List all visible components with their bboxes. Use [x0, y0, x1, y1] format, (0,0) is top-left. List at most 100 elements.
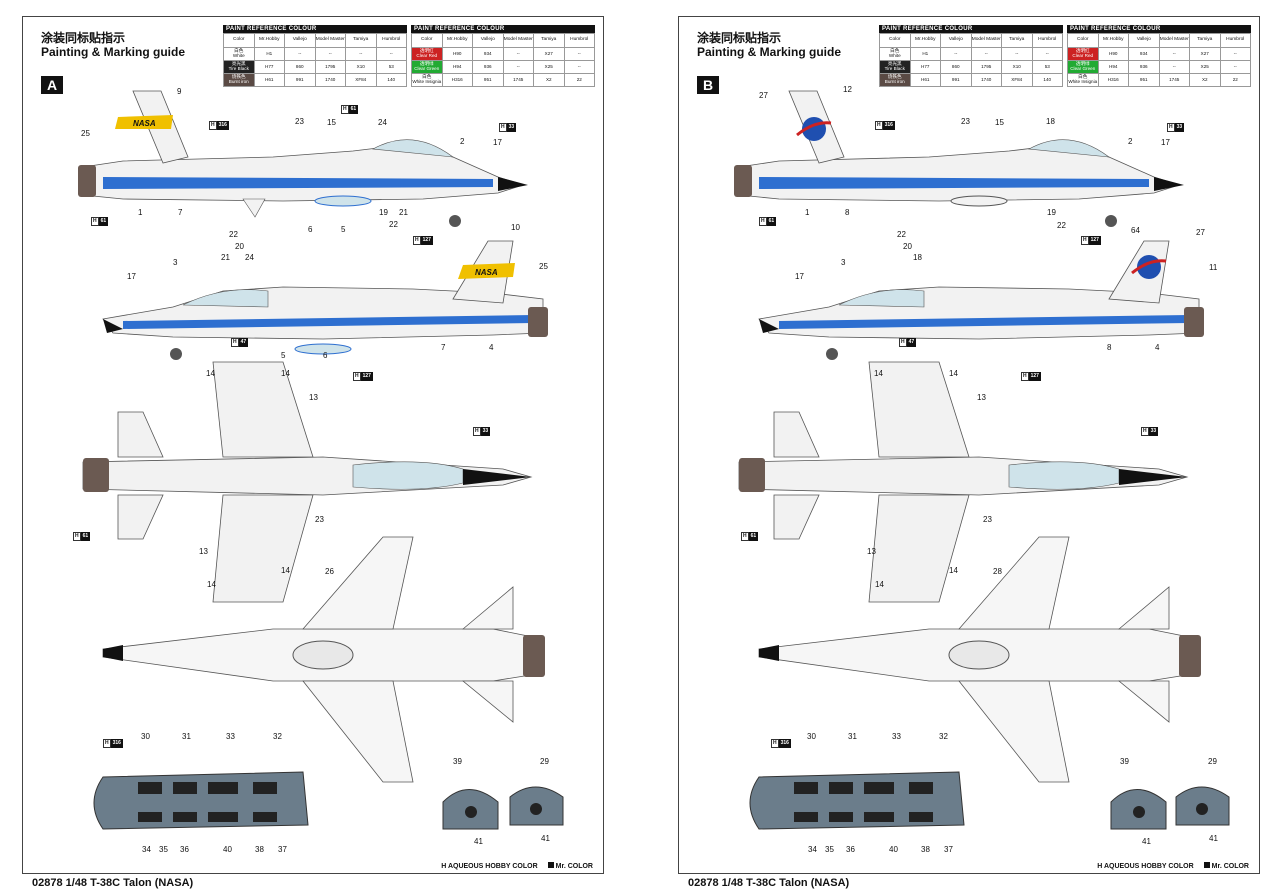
- aqueous-legend: H AQUEOUS HOBBY COLOR: [441, 862, 538, 870]
- callout-label: 15: [327, 118, 336, 127]
- callout-label: 17: [127, 272, 136, 281]
- callout-label: 4: [1155, 343, 1160, 352]
- callout-label: 14: [281, 369, 290, 378]
- callout-label: 22: [1057, 221, 1066, 230]
- callout-label: 23: [983, 515, 992, 524]
- callout-label: 36: [846, 845, 855, 854]
- color-legend: H AQUEOUS HOBBY COLOR Mr. COLOR: [441, 862, 593, 870]
- callout-label: 40: [889, 845, 898, 854]
- callout-label: 28: [993, 567, 1002, 576]
- callout-label: 7: [178, 208, 183, 217]
- aircraft-bottom-view: [758, 536, 1201, 783]
- aircraft-side-view-right: NASA: [102, 240, 548, 360]
- callout-label: 17: [493, 138, 502, 147]
- callout-label: 10: [511, 223, 520, 232]
- callout-label: 4: [489, 343, 494, 352]
- callout-label: 24: [378, 118, 387, 127]
- scheme-b-label: B: [697, 76, 719, 94]
- callout-label: 17: [1161, 138, 1170, 147]
- callout-label: 17: [795, 272, 804, 281]
- callout-label: 21: [399, 208, 408, 217]
- callout-label: 31: [848, 732, 857, 741]
- callout-label: 37: [944, 845, 953, 854]
- callout-label: 41: [1209, 834, 1218, 843]
- instrument-panel: [93, 771, 309, 830]
- callout-label: 14: [281, 566, 290, 575]
- callout-label: 9: [177, 87, 182, 96]
- callout-label: 24: [245, 253, 254, 262]
- callout-label: 22: [229, 230, 238, 239]
- cockpit-tubs: [1110, 786, 1230, 830]
- callout-label: 26: [325, 567, 334, 576]
- instrument-panel: [749, 771, 965, 830]
- paint-table-grid: Color Mr.Hobby Vallejo Model Master Tami…: [411, 33, 595, 87]
- callout-label: 33: [226, 732, 235, 741]
- callout-label: 11: [1209, 263, 1218, 272]
- callout-label: 41: [474, 837, 483, 846]
- callout-label: 14: [207, 580, 216, 589]
- paint-table-1: PAINT REFERENCE COLOUR Color Mr.Hobby Va…: [879, 25, 1063, 87]
- scheme-a-label: A: [41, 76, 63, 94]
- color-legend: H AQUEOUS HOBBY COLOR Mr. COLOR: [1097, 862, 1249, 870]
- kit-code-b: 02878 1/48 T-38C Talon (NASA): [688, 877, 850, 889]
- callout-label: 20: [903, 242, 912, 251]
- callout-label: 8: [1107, 343, 1112, 352]
- mrcolor-legend: Mr. COLOR: [547, 862, 593, 870]
- callout-label: 32: [939, 732, 948, 741]
- callout-label: 19: [379, 208, 388, 217]
- callout-label: 37: [278, 845, 287, 854]
- callout-label: 27: [1196, 228, 1205, 237]
- callout-label: 14: [874, 369, 883, 378]
- callout-label: 34: [808, 845, 817, 854]
- paint-table-1: PAINT REFERENCE COLOUR Color Mr.Hobby Va…: [223, 25, 407, 87]
- callout-label: 22: [897, 230, 906, 239]
- callout-label: 38: [921, 845, 930, 854]
- callout-label: 2: [1128, 137, 1133, 146]
- callout-label: 41: [541, 834, 550, 843]
- aircraft-top-view: [738, 361, 1189, 603]
- callout-label: 33: [892, 732, 901, 741]
- callout-label: 13: [309, 393, 318, 402]
- callout-label: 30: [141, 732, 150, 741]
- callout-label: 25: [81, 129, 90, 138]
- callout-label: 18: [913, 253, 922, 262]
- instruction-page-b: 涂装同标贴指示 Painting & Marking guide B PAINT…: [678, 16, 1260, 874]
- paint-table-header: PAINT REFERENCE COLOUR: [223, 25, 407, 33]
- callout-label: 35: [159, 845, 168, 854]
- callout-label: 38: [255, 845, 264, 854]
- callout-label: 39: [1120, 757, 1129, 766]
- title-chinese: 涂装同标贴指示: [697, 31, 782, 45]
- callout-label: 12: [843, 85, 852, 94]
- callout-label: 31: [182, 732, 191, 741]
- instruction-page-a: 涂装同标贴指示 Painting & Marking guide A PAINT…: [22, 16, 604, 874]
- callout-label: 14: [949, 369, 958, 378]
- kit-code-a: 02878 1/48 T-38C Talon (NASA): [32, 877, 194, 889]
- callout-label: 23: [295, 117, 304, 126]
- callout-label: 19: [1047, 208, 1056, 217]
- callout-label: 30: [807, 732, 816, 741]
- callout-label: 8: [845, 208, 850, 217]
- callout-label: 1: [138, 208, 143, 217]
- aircraft-side-view-left: [734, 90, 1184, 227]
- callout-label: 18: [1046, 117, 1055, 126]
- aircraft-drawings-a: NASA NASA: [78, 90, 564, 830]
- title-chinese: 涂装同标贴指示: [41, 31, 126, 45]
- callout-label: 5: [341, 225, 346, 234]
- callout-label: 2: [460, 137, 465, 146]
